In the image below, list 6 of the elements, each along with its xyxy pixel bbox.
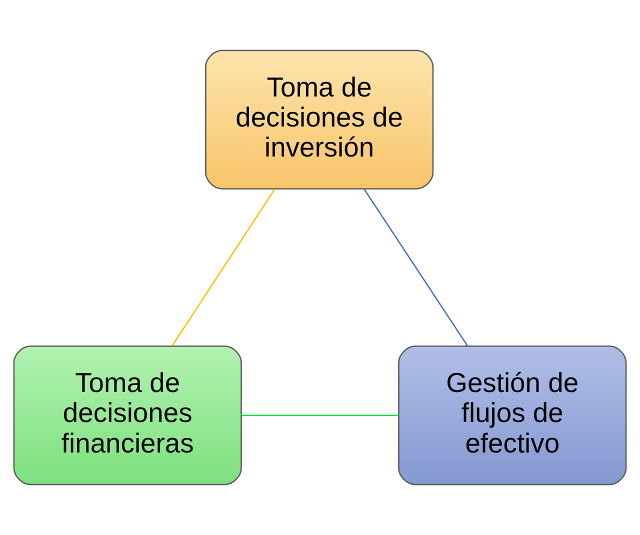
node-box: Toma de decisiones financieras [13,346,242,486]
connector [241,414,399,416]
node-box: Toma de decisiones de inversión [204,50,434,190]
node-box: Gestión de flujos de efectivo [398,346,627,486]
connector [364,188,468,346]
connector [172,188,276,346]
